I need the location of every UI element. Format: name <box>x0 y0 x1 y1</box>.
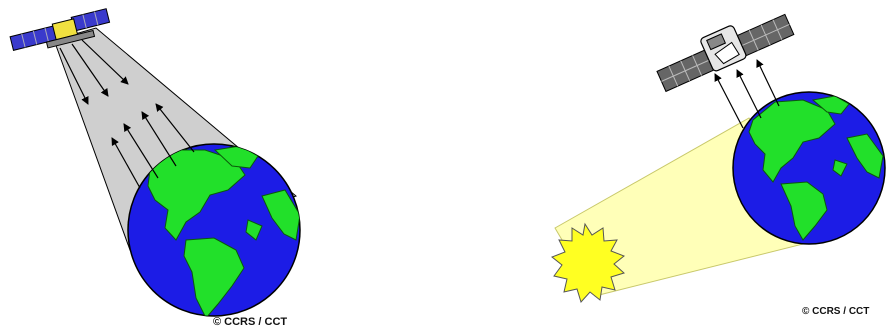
satellite-icon <box>652 3 795 93</box>
active-sensing-panel: © CCRS / CCT <box>0 0 443 332</box>
passive-sensing-diagram <box>443 0 887 332</box>
earth-globe-icon <box>733 92 885 244</box>
active-sensing-diagram <box>0 0 443 332</box>
copyright-credit: © CCRS / CCT <box>802 306 869 317</box>
copyright-credit: © CCRS / CCT <box>213 316 287 328</box>
earth-globe-icon <box>128 144 300 318</box>
passive-sensing-panel: © CCRS / CCT <box>443 0 887 332</box>
